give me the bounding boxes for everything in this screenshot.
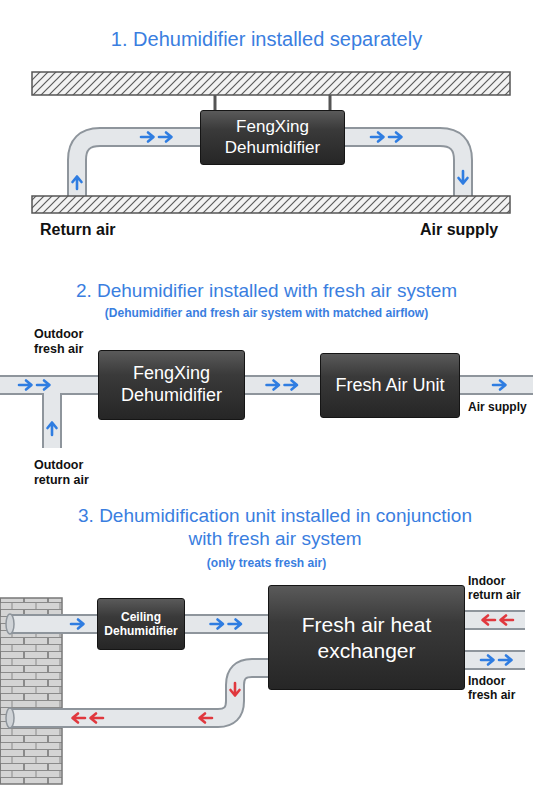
caption-text: (Dehumidifier and fresh air system with … <box>6 306 527 320</box>
duct-pipe <box>245 377 320 393</box>
duct-pipe <box>185 616 268 632</box>
duct-pipe <box>0 137 533 448</box>
unit-box: Fresh air heat exchanger <box>268 585 465 690</box>
caption-text: 2. Dehumidifier installed with fresh air… <box>6 280 527 303</box>
hanger-rod <box>215 95 330 111</box>
duct-connector <box>185 620 268 629</box>
unit-label: FengXing Dehumidifier <box>207 117 338 158</box>
unit-box: FengXing Dehumidifier <box>98 350 245 420</box>
caption-text: 1. Dehumidifier installed separately <box>6 27 527 51</box>
unit-box: Ceiling Dehumidifier <box>97 598 185 650</box>
caption-text: 3. Dehumidification unit installed in co… <box>60 505 490 551</box>
caption-text: Air supply <box>420 220 520 239</box>
duct-pipe <box>245 375 320 395</box>
unit-label: FengXing Dehumidifier <box>105 363 238 406</box>
caption-text: Indoor return air <box>468 574 530 603</box>
caption-text: Outdoor return air <box>34 458 106 488</box>
unit-box: Fresh Air Unit <box>320 353 460 418</box>
flow-arrow <box>211 620 224 629</box>
pipe-cap <box>6 614 14 728</box>
unit-label: Ceiling Dehumidifier <box>104 610 178 639</box>
unit-label: Fresh air heat exchanger <box>275 612 458 662</box>
ceiling-slab <box>32 72 510 95</box>
unit-box: FengXing Dehumidifier <box>200 110 345 165</box>
caption-text: Indoor fresh air <box>468 674 530 703</box>
duct-pipe <box>0 137 533 448</box>
caption-text: Return air <box>40 220 150 239</box>
caption-text: Outdoor fresh air <box>34 327 106 357</box>
flow-arrow <box>267 381 280 390</box>
caption-text: (only treats fresh air) <box>6 556 527 570</box>
caption-text: Air supply <box>468 400 530 414</box>
flow-arrow <box>229 620 242 629</box>
floor-slab <box>32 196 510 213</box>
unit-label: Fresh Air Unit <box>335 375 444 397</box>
flow-arrow <box>285 381 298 390</box>
duct-pipe <box>185 614 268 634</box>
duct-connector <box>245 381 320 390</box>
